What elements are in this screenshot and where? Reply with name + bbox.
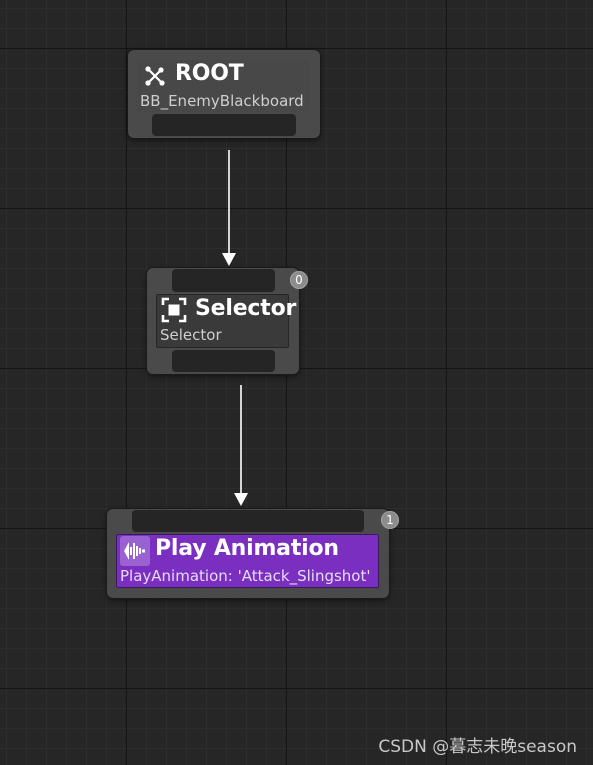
watermark: CSDN @暮志未晚season: [378, 737, 577, 757]
wire-root-to-selector[interactable]: [222, 150, 236, 266]
wire-arrowhead: [222, 253, 236, 266]
selector-node-title: Selector: [195, 296, 297, 321]
selector-input-pin[interactable]: [172, 269, 275, 292]
play-animation-node-body: [116, 534, 379, 588]
wire-arrowhead: [234, 493, 248, 506]
root-node-subtitle: BB_EnemyBlackboard: [140, 92, 304, 110]
wire-selector-to-play-animation[interactable]: [234, 385, 248, 506]
animation-waveform-icon: [120, 536, 150, 566]
play-animation-node-subtitle: PlayAnimation: 'Attack_Slingshot': [120, 567, 371, 585]
play-animation-input-pin[interactable]: [132, 510, 364, 532]
selector-output-pin[interactable]: [172, 350, 275, 372]
play-animation-execution-index-badge: 1: [381, 511, 399, 529]
play-animation-node-title: Play Animation: [155, 536, 339, 561]
selector-icon: [161, 297, 187, 323]
selector-node-body: [156, 294, 289, 348]
root-output-pin[interactable]: [152, 114, 296, 136]
root-node[interactable]: ROOT BB_EnemyBlackboard: [128, 50, 320, 138]
root-node-header: [137, 60, 309, 112]
branch-icon: [145, 66, 165, 86]
selector-node-subtitle: Selector: [160, 326, 222, 344]
selector-execution-index-badge: 0: [290, 271, 308, 289]
selector-node[interactable]: Selector Selector: [147, 268, 299, 374]
play-animation-node[interactable]: Play Animation PlayAnimation: 'Attack_Sl…: [107, 509, 389, 598]
root-node-title: ROOT: [175, 61, 244, 86]
